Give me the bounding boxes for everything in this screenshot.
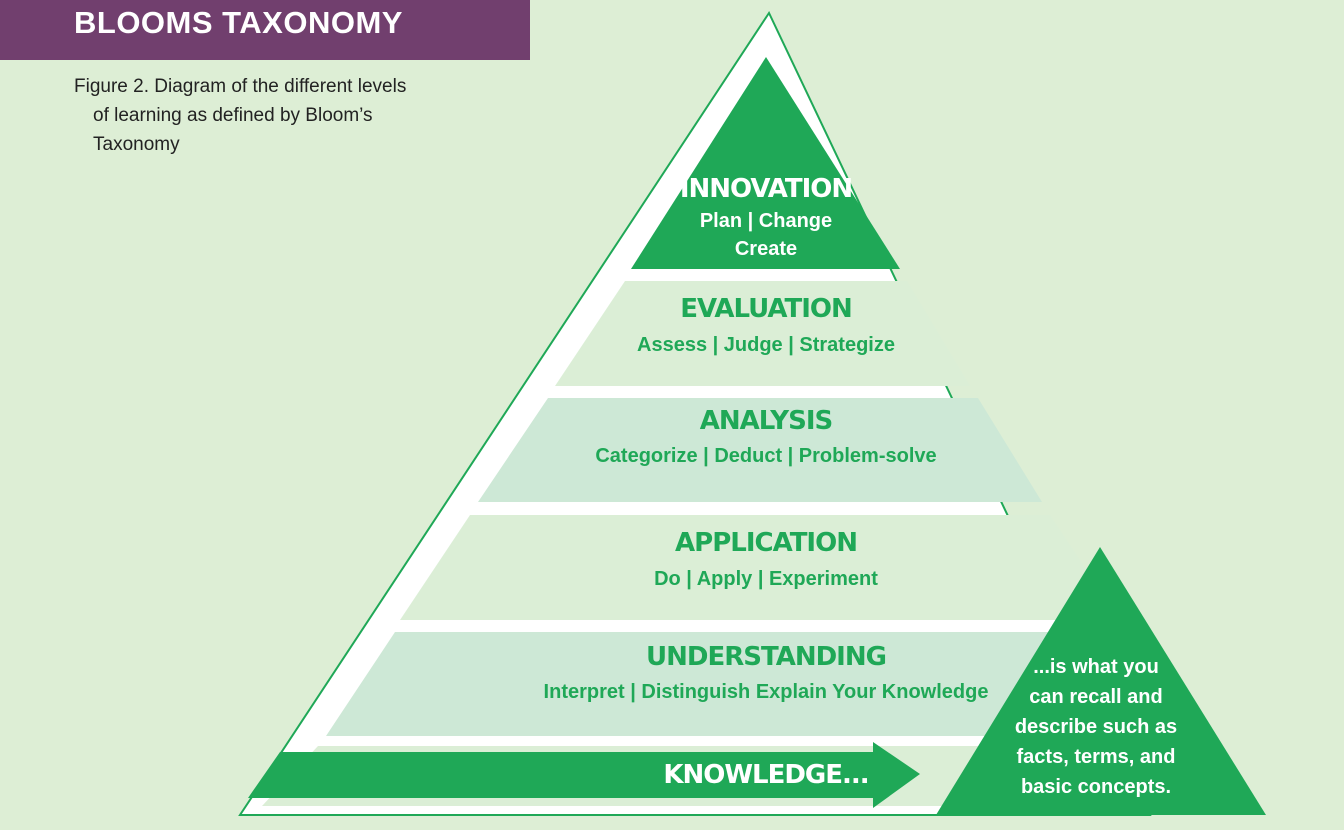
knowledge-desc-line-2: can recall and: [1029, 686, 1162, 708]
level-verbs-understanding: Interpret | Distinguish Explain Your Kno…: [544, 681, 989, 703]
level-verbs-application: Do | Apply | Experiment: [654, 568, 878, 590]
knowledge-triangle: [936, 547, 1266, 815]
band-evaluation: [555, 281, 970, 386]
level-title-analysis: ANALYSIS: [700, 406, 832, 436]
level-verbs-evaluation: Assess | Judge | Strategize: [637, 334, 895, 356]
knowledge-desc-line-1: ...is what you: [1033, 656, 1159, 678]
level-verbs-innovation-1: Plan | Change: [700, 210, 832, 232]
knowledge-label: KNOWLEDGE...: [663, 760, 868, 790]
knowledge-desc-line-4: facts, terms, and: [1017, 746, 1176, 768]
band-application: [400, 515, 1120, 620]
level-verbs-innovation-2: Create: [735, 238, 797, 260]
level-title-evaluation: EVALUATION: [680, 294, 852, 324]
header-bar: BLOOMS TAXONOMY: [0, 0, 530, 60]
level-verbs-analysis: Categorize | Deduct | Problem-solve: [595, 445, 936, 467]
figure-caption: Figure 2. Diagram of the different level…: [74, 76, 407, 155]
level-title-innovation: INNOVATION: [680, 174, 852, 204]
band-analysis: [478, 398, 1042, 502]
level-title-understanding: UNDERSTANDING: [646, 642, 886, 672]
knowledge-arrow: [248, 742, 920, 808]
knowledge-desc-line-5: basic concepts.: [1021, 776, 1171, 798]
level-title-application: APPLICATION: [675, 528, 857, 558]
page-title: BLOOMS TAXONOMY: [74, 5, 403, 40]
apex-innovation: [631, 57, 900, 269]
band-understanding: [326, 632, 1130, 736]
knowledge-desc-line-3: describe such as: [1015, 716, 1177, 738]
